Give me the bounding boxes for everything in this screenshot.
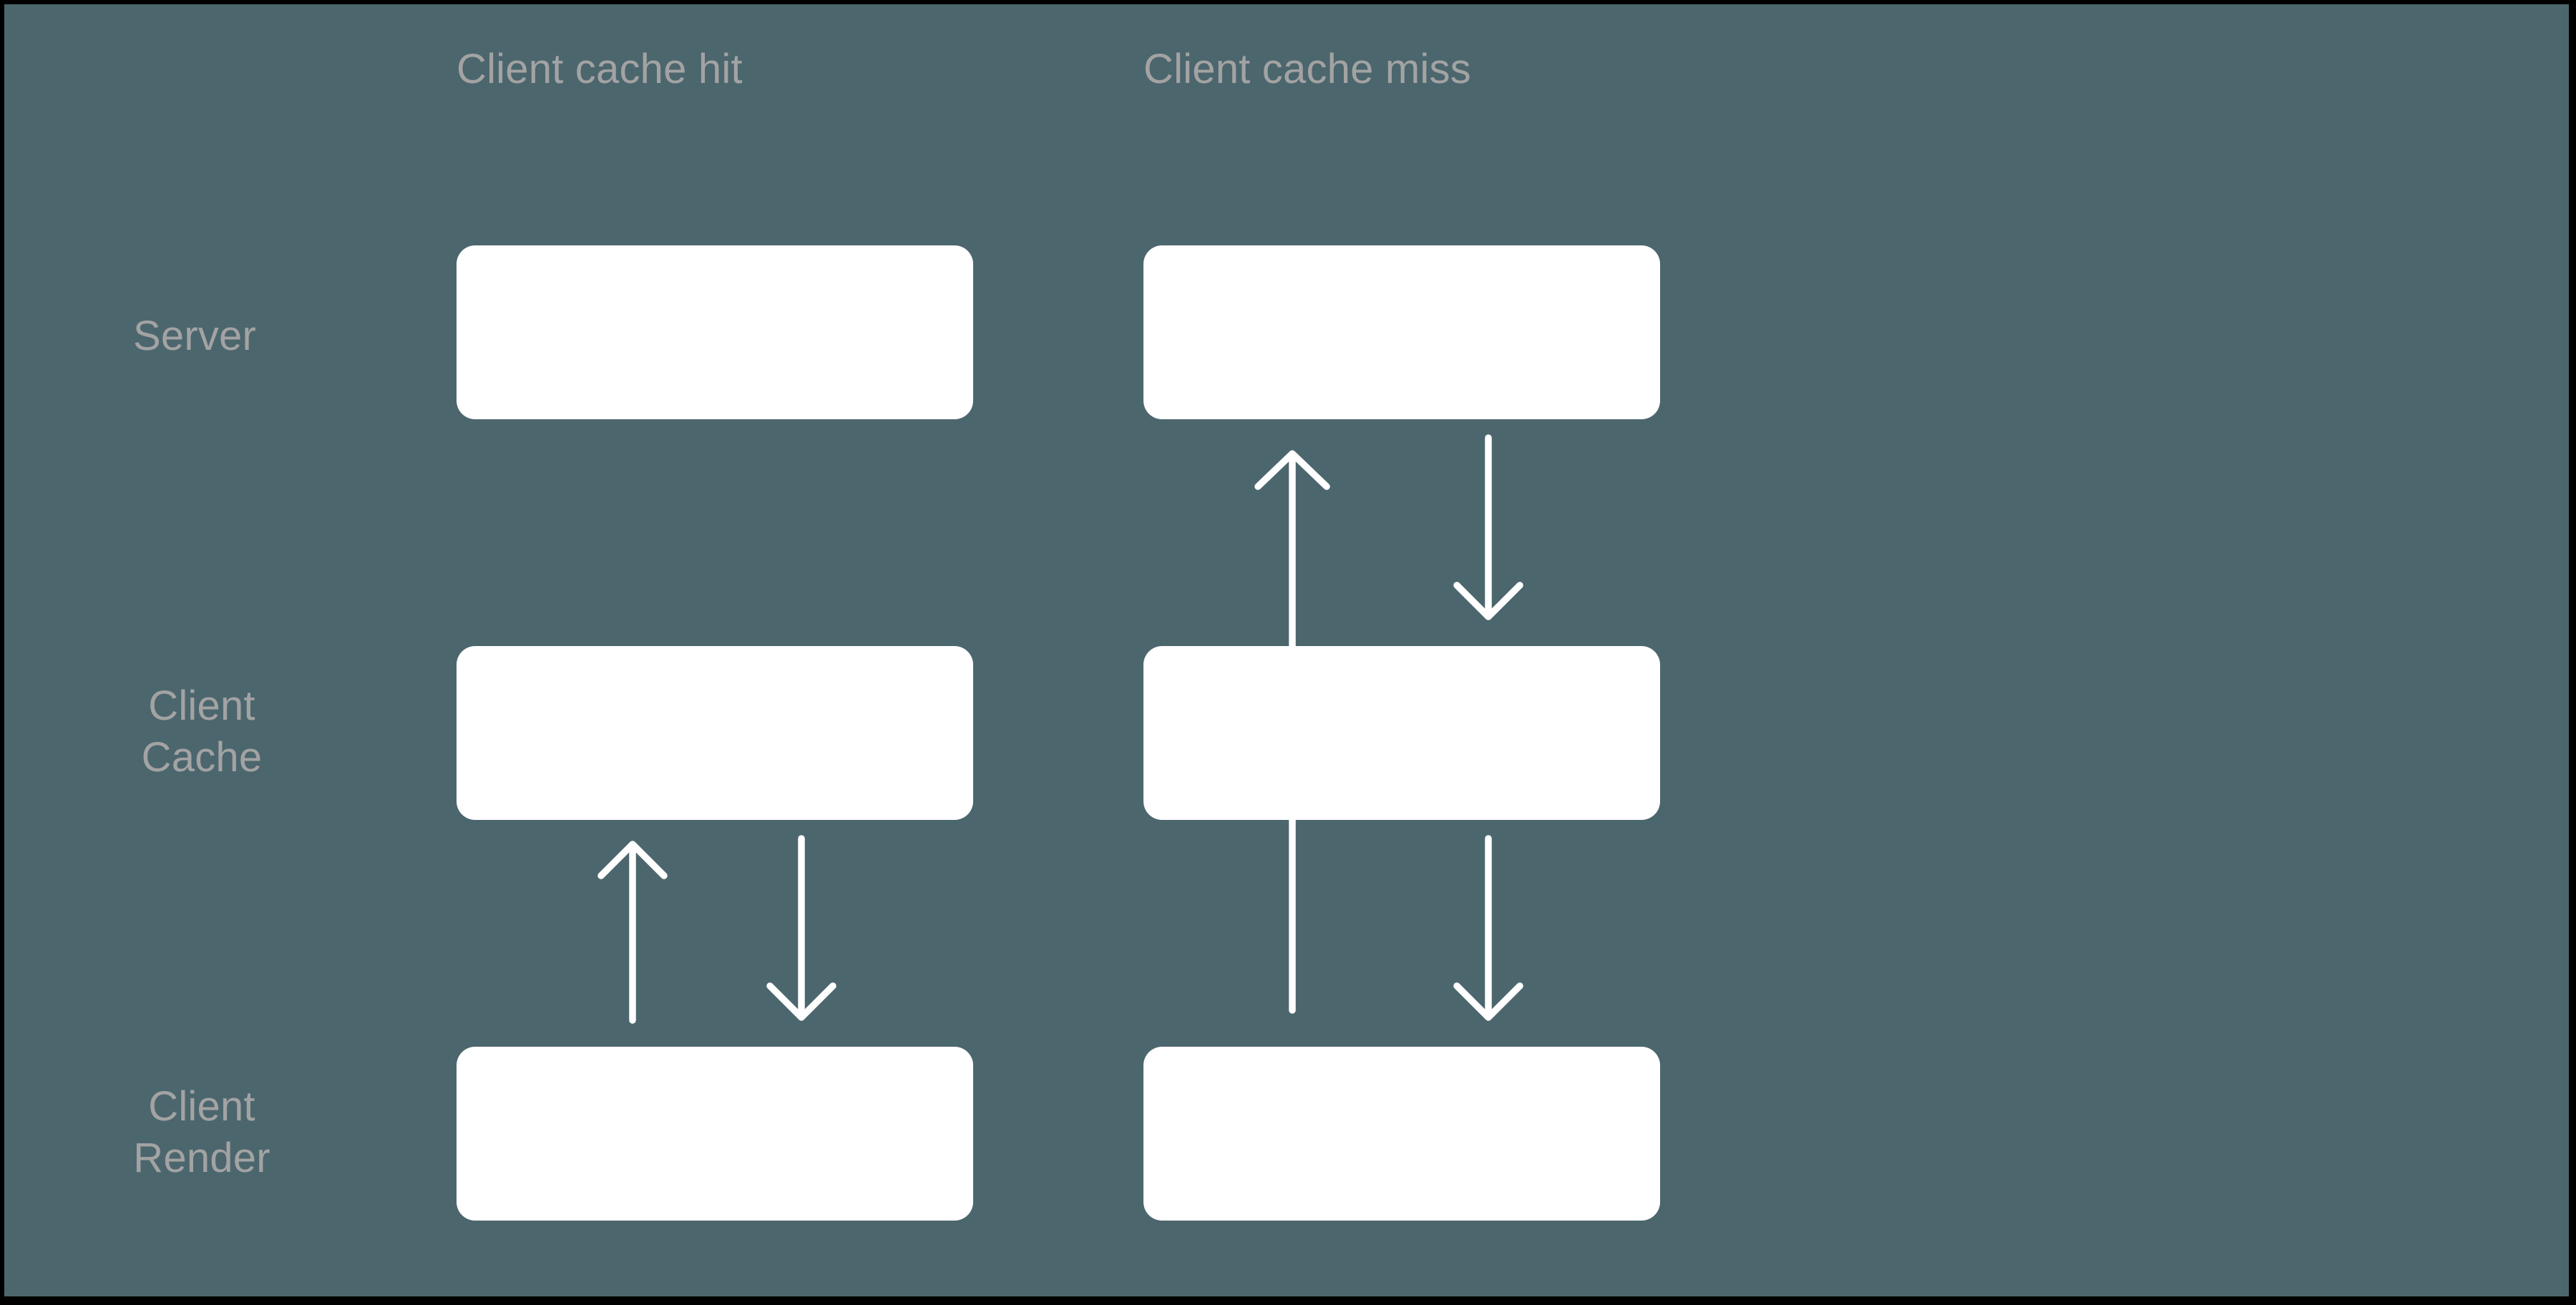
row-label-client-cache-line1: Client (148, 683, 255, 729)
arrow-miss-server-to-cache (1453, 434, 1523, 620)
node-miss-client-render[interactable] (1143, 1047, 1660, 1221)
arrow-miss-cache-to-render (1453, 835, 1523, 1021)
node-miss-server[interactable] (1143, 245, 1660, 419)
column-title-cache-hit: Client cache hit (457, 46, 743, 92)
row-label-client-cache-line2: Cache (142, 734, 263, 781)
row-label-client-render-line2: Render (133, 1135, 270, 1181)
node-hit-server[interactable] (457, 245, 973, 419)
diagram-canvas: Client cache hit Client cache miss Serve… (4, 4, 2569, 1296)
node-miss-client-cache[interactable] (1143, 646, 1660, 820)
column-title-cache-miss: Client cache miss (1143, 46, 1471, 92)
row-label-server: Server (133, 313, 256, 359)
arrow-hit-render-to-cache (597, 841, 668, 1024)
node-hit-client-render[interactable] (457, 1047, 973, 1221)
arrow-hit-cache-to-render (766, 835, 836, 1021)
row-label-client-render-line1: Client (148, 1083, 255, 1130)
node-hit-client-cache[interactable] (457, 646, 973, 820)
cache-flow-diagram: Client cache hit Client cache miss Serve… (133, 46, 1660, 1221)
